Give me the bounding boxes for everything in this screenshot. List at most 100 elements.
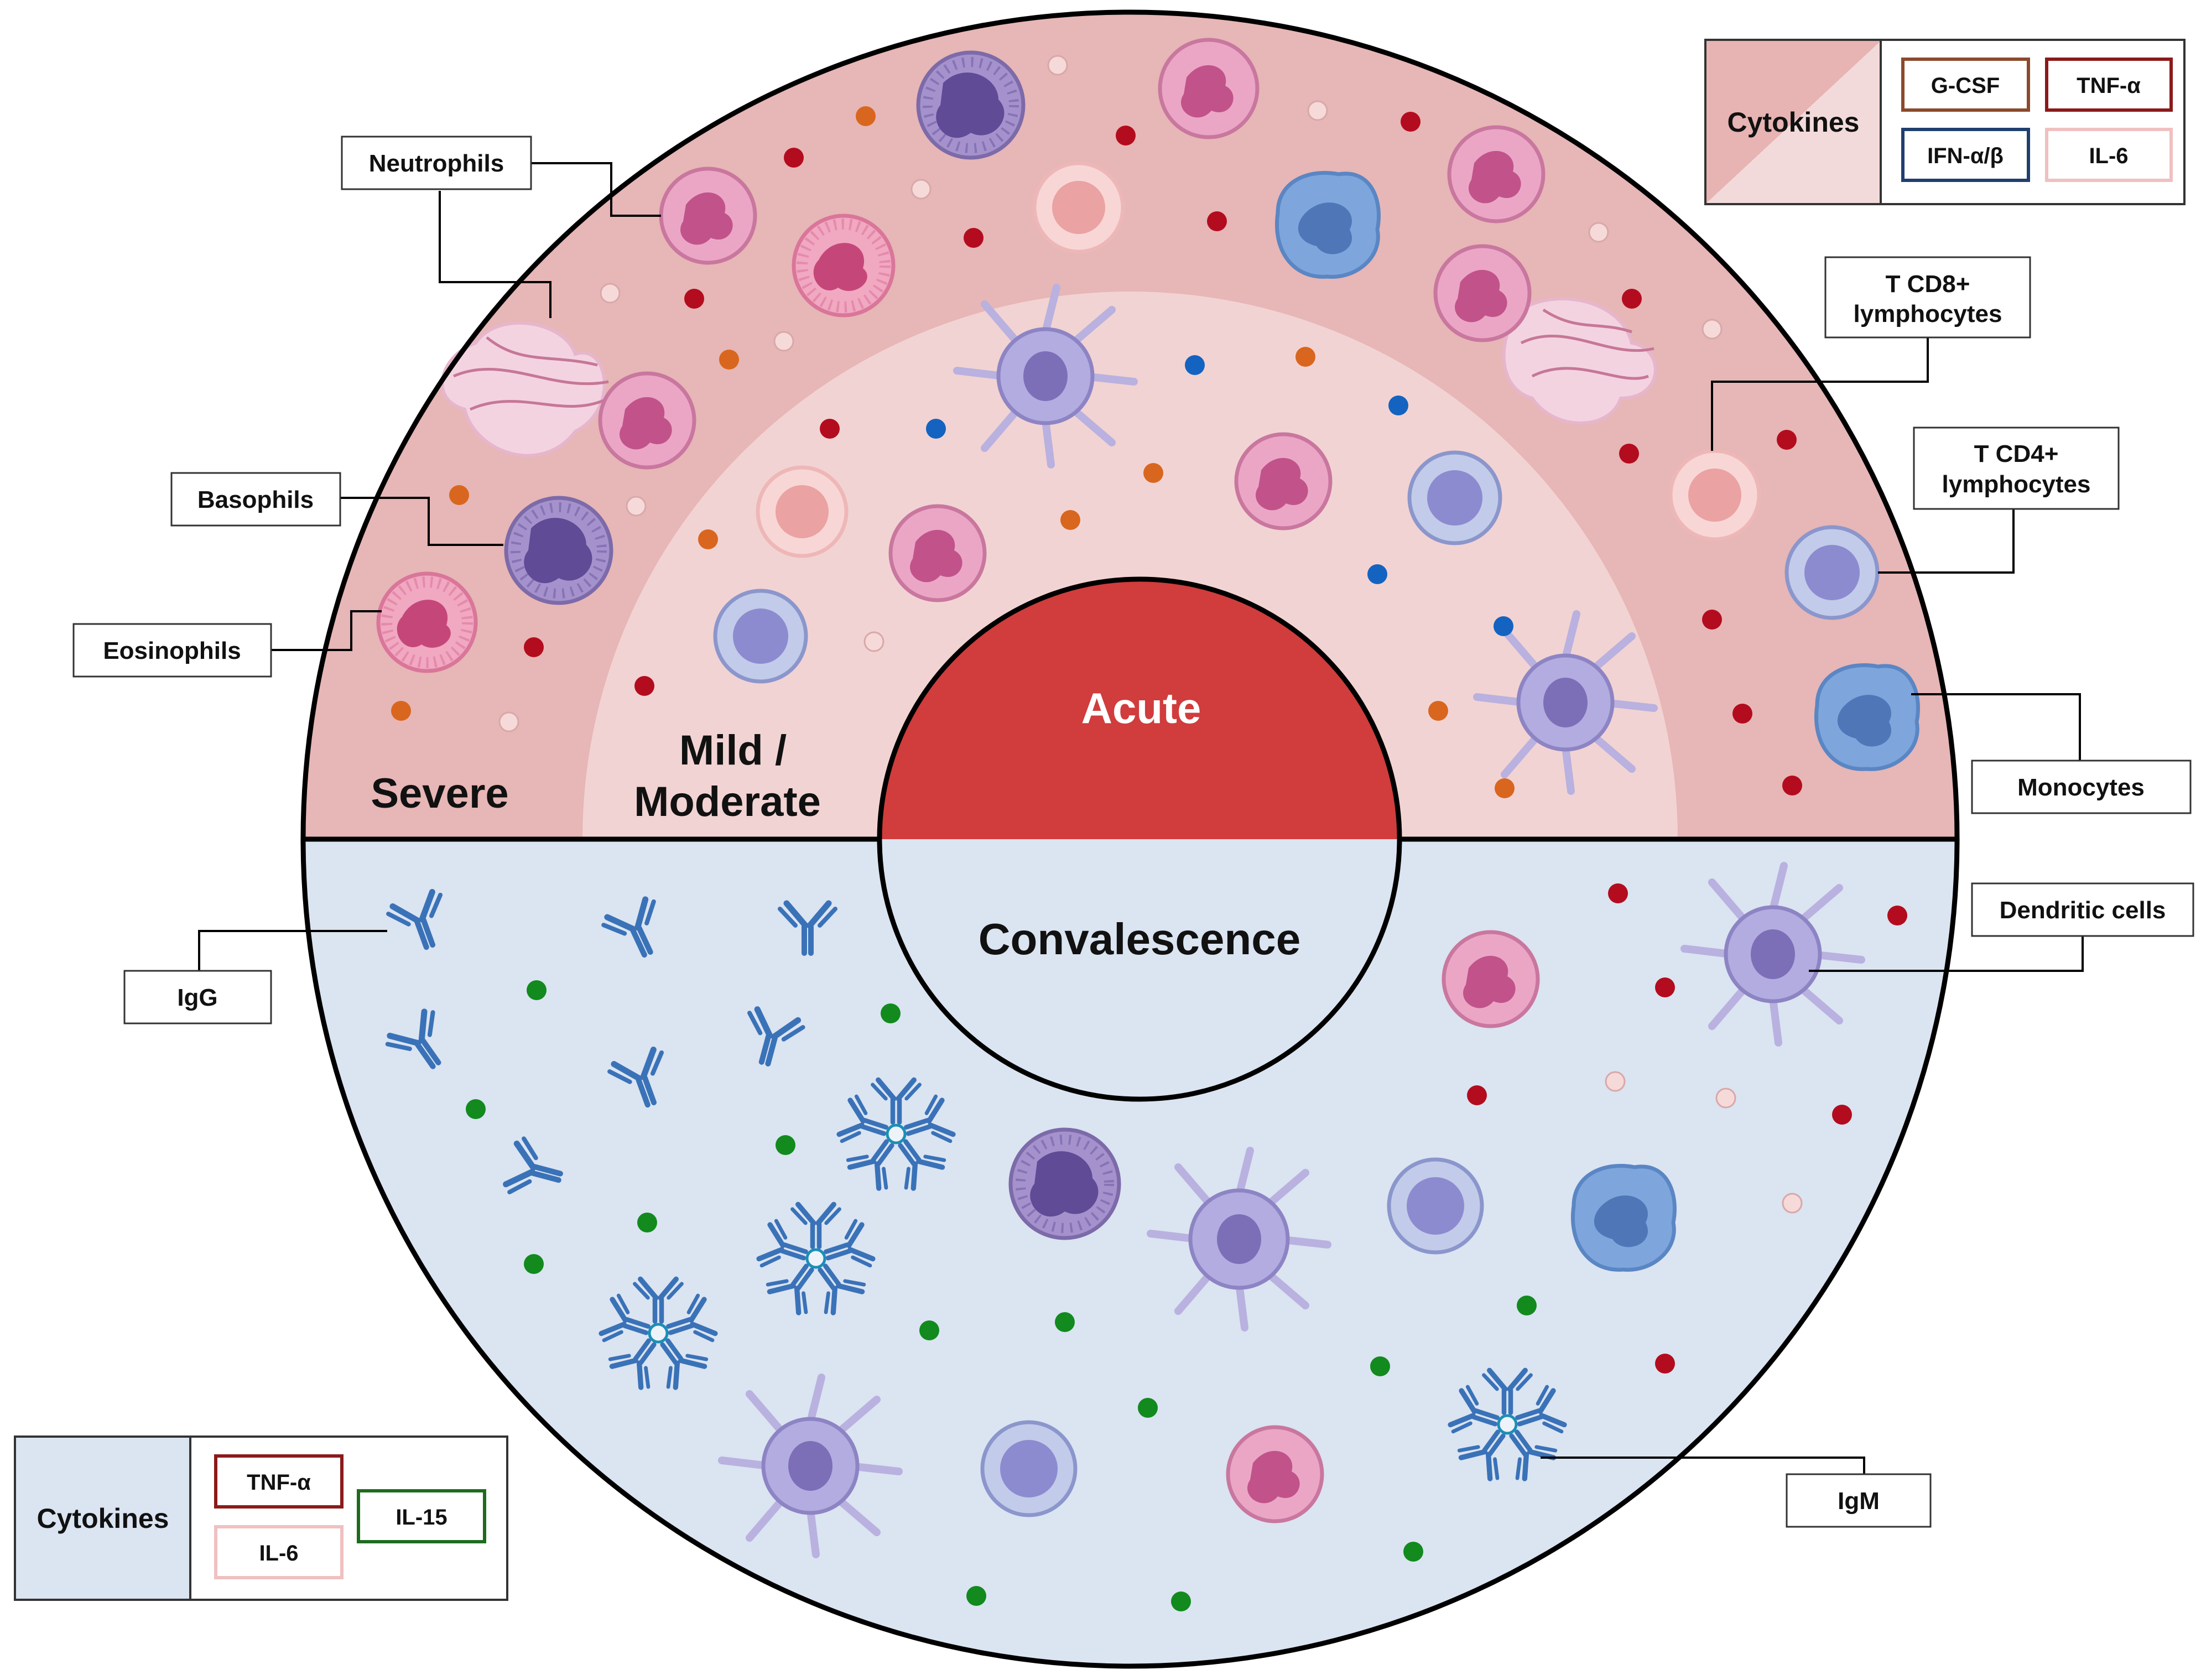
- acute-label: Acute: [1081, 684, 1201, 732]
- basophil: [916, 50, 1026, 160]
- conv-il-15-label: IL-15: [396, 1505, 447, 1530]
- cytokine-dot: [1782, 776, 1802, 795]
- monocyte: [1571, 1164, 1677, 1272]
- igg-antibody: [503, 1136, 563, 1195]
- callout-eosinophils: Eosinophils: [72, 623, 272, 678]
- igg-antibody: [607, 1047, 664, 1108]
- tcd4-label-line2: lymphocytes: [1942, 471, 2091, 498]
- tnf-alpha-box: [2045, 58, 2173, 112]
- cytokine-dot: [498, 711, 519, 732]
- acute-cytokines-title: Cytokines: [1728, 107, 1860, 138]
- dendritic-cell: [718, 1374, 903, 1558]
- cytokine-dot: [449, 485, 469, 505]
- cytokine-dot: [1619, 444, 1639, 464]
- t-cd4-lymphocyte: [1407, 450, 1502, 545]
- callout-igg: IgG: [123, 970, 272, 1024]
- neutrophil: [598, 371, 696, 470]
- cytokine-dot: [524, 1254, 544, 1274]
- severe-label: Severe: [371, 770, 508, 817]
- t-cd8-lymphocyte: [1668, 449, 1761, 542]
- cytokine-dot: [1401, 112, 1420, 132]
- mild-label-line1: Mild /: [679, 727, 787, 774]
- cytokine-dot: [1060, 510, 1080, 530]
- cytokine-dot: [856, 106, 876, 126]
- cytokine-dot: [863, 631, 884, 652]
- cytokine-dot: [773, 331, 794, 352]
- dendritic-cell: [1680, 862, 1865, 1047]
- cytokine-dot: [1782, 1193, 1803, 1214]
- neutrophil: [1447, 125, 1546, 223]
- igg-antibody: [778, 900, 837, 956]
- igm-pentamer: [836, 1077, 956, 1191]
- conv-il-6-box: [214, 1525, 344, 1579]
- basophils-label: Basophils: [197, 486, 314, 513]
- cytokine-dot: [1608, 883, 1628, 903]
- mild-label-line2: Moderate: [634, 778, 821, 825]
- cytokine-dot: [1116, 126, 1136, 145]
- monocyte: [1275, 171, 1381, 279]
- neutrophil: [1226, 1425, 1324, 1523]
- cytokine-dot: [881, 1003, 901, 1023]
- cytokine-dot: [1777, 430, 1797, 450]
- acute-cytokine-legend: Cytokines G-CSF TNF-α IFN-α/β IL-6: [1704, 39, 2186, 205]
- cytokine-dot: [1370, 1356, 1390, 1376]
- eosinophil: [792, 214, 896, 318]
- conv-il-15-box: [357, 1489, 486, 1543]
- mild-cells: [713, 284, 1658, 795]
- cytokine-dots: [391, 55, 1907, 1611]
- igg-antibody: [386, 889, 443, 950]
- neutrophil: [659, 167, 757, 265]
- cytokine-dot: [1143, 463, 1163, 483]
- monocyte: [1814, 663, 1920, 771]
- cytokine-dot: [784, 148, 804, 168]
- cytokine-dot: [1138, 1398, 1158, 1418]
- cytokine-dot: [776, 1135, 795, 1155]
- severe-cells: [376, 38, 1920, 771]
- tcd8-label-line2: lymphocytes: [1854, 300, 2002, 327]
- convalescent-cytokine-legend: Cytokines TNF-α IL-6 IL-15: [14, 1435, 508, 1601]
- cytokine-dot: [634, 676, 654, 696]
- cytokine-dot: [391, 701, 411, 721]
- convalescent-cells: [718, 862, 1865, 1558]
- conv-tnf-alpha-box: [214, 1454, 344, 1509]
- tcd8-label-line1: T CD8+: [1886, 271, 1970, 298]
- dendritic-cell: [1147, 1147, 1331, 1331]
- cytokine-dot: [1832, 1105, 1852, 1125]
- cytokine-dot: [1588, 222, 1609, 243]
- t-cd4-lymphocyte: [1387, 1157, 1484, 1255]
- callout-monocytes: Monocytes: [1971, 760, 2192, 814]
- cytokine-dot: [1367, 564, 1387, 584]
- neutrophil: [1158, 38, 1260, 139]
- cytokine-dot: [1055, 1312, 1075, 1332]
- ifn-box: [1901, 128, 2030, 182]
- cytokine-dot: [1047, 55, 1068, 76]
- cytokine-dot: [1185, 355, 1205, 375]
- igm-pentamer: [1448, 1367, 1567, 1481]
- cytokine-dot: [637, 1213, 657, 1232]
- neutrophils-label: Neutrophils: [369, 150, 504, 177]
- cytokine-dot: [964, 228, 984, 248]
- cytokine-dot: [926, 419, 946, 439]
- ifn-label: IFN-α/β: [1927, 144, 2004, 168]
- cytokine-dot: [1388, 396, 1408, 415]
- cytokine-dot: [719, 350, 739, 370]
- cytokine-dot: [1467, 1085, 1487, 1105]
- g-csf-box: [1901, 58, 2030, 112]
- monocytes-label: Monocytes: [2017, 774, 2145, 801]
- acute-core: [877, 576, 1402, 1102]
- cytokine-dot: [600, 283, 621, 304]
- igg-label: IgG: [177, 984, 217, 1011]
- igm-pentamer: [756, 1202, 876, 1315]
- g-csf-label: G-CSF: [1931, 74, 2000, 98]
- cytokine-dot: [1605, 1071, 1626, 1092]
- cytokine-dot: [1307, 100, 1328, 121]
- neutrophil: [888, 504, 987, 602]
- cytokine-dot: [1655, 1354, 1675, 1374]
- cytokine-dot: [1622, 289, 1642, 309]
- t-cd8-lymphocyte: [756, 465, 849, 558]
- callout-igm: IgM: [1786, 1473, 1932, 1528]
- cytokine-dot: [1732, 704, 1752, 724]
- neutrophil: [1433, 244, 1532, 342]
- cytokine-dot: [1887, 906, 1907, 925]
- cytokine-dot: [524, 637, 544, 657]
